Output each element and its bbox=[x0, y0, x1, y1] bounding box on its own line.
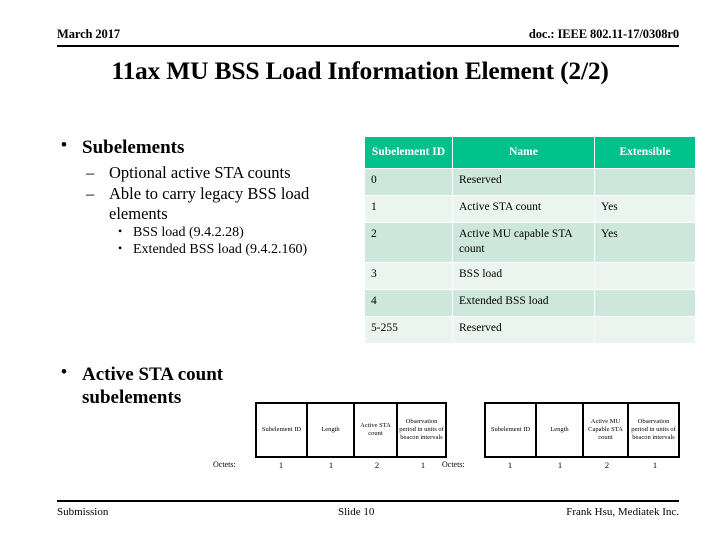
octets-value-subelement-id: 1 bbox=[507, 460, 513, 470]
field-box-row: Subelement ID Length Active STA count Ob… bbox=[255, 402, 447, 458]
field-box-observation-period: Observation period in units of beacon in… bbox=[399, 417, 444, 442]
table-header-row: Subelement ID Name Extensible bbox=[364, 135, 696, 170]
field-box-length: Length bbox=[537, 404, 584, 456]
table-row: 3 BSS load bbox=[364, 261, 696, 290]
cell-subelement-id: 5-255 bbox=[364, 315, 453, 344]
octets-value-length: 1 bbox=[328, 460, 334, 470]
bullet-level2-legacy-bss: – Able to carry legacy BSS load elements bbox=[57, 184, 362, 224]
slide-header: March 2017 doc.: IEEE 802.11-17/0308r0 bbox=[57, 27, 679, 47]
cell-subelement-id: 3 bbox=[364, 261, 453, 290]
cell-extensible: Yes bbox=[594, 222, 696, 263]
footer-author: Frank Hsu, Mediatek Inc. bbox=[566, 506, 679, 518]
table-row: 1 Active STA count Yes bbox=[364, 195, 696, 224]
cell-name: Active MU capable STA count bbox=[452, 222, 595, 263]
octets-row: Octets: 1 1 2 1 bbox=[442, 459, 680, 473]
octets-value-observation-period: 1 bbox=[652, 460, 658, 470]
octets-label: Octets: bbox=[213, 460, 236, 469]
bullet-dot-icon: • bbox=[118, 223, 123, 238]
bullet-level3-bss-load: • BSS load (9.4.2.28) bbox=[57, 223, 362, 242]
header-doc-reference: doc.: IEEE 802.11-17/0308r0 bbox=[528, 27, 679, 41]
cell-name: BSS load bbox=[452, 261, 595, 290]
octets-value-length: 1 bbox=[557, 460, 563, 470]
cell-extensible bbox=[594, 315, 696, 344]
field-box-subelement-id: Subelement ID bbox=[257, 404, 308, 456]
bullet-level3-extended-bss-load-label: Extended BSS load (9.4.2.160) bbox=[133, 242, 308, 258]
field-box-subelement-id: Subelement ID bbox=[486, 404, 537, 456]
octets-row: Octets: 1 1 2 1 bbox=[213, 459, 447, 473]
footer-divider-rule bbox=[57, 500, 679, 502]
cell-extensible: Yes bbox=[594, 195, 696, 224]
cell-subelement-id: 1 bbox=[364, 195, 453, 224]
octets-value-subelement-id: 1 bbox=[278, 460, 284, 470]
subelement-id-table: Subelement ID Name Extensible 0 Reserved… bbox=[364, 135, 696, 344]
octets-value-observation-period: 1 bbox=[420, 460, 426, 470]
octets-values: 1 1 2 1 bbox=[484, 460, 680, 470]
field-box-active-mu-capable-sta-count: Active MU Capable STA count bbox=[584, 404, 630, 456]
bullet-level3-extended-bss-load: • Extended BSS load (9.4.2.160) bbox=[57, 241, 362, 259]
octets-values: 1 1 2 1 bbox=[255, 460, 447, 470]
bullet-dot-icon: • bbox=[118, 241, 123, 256]
table-row: 0 Reserved bbox=[364, 168, 696, 197]
bullet-dot-icon: • bbox=[61, 135, 67, 154]
bullet-level2-optional-counts: – Optional active STA counts bbox=[57, 163, 362, 183]
column-header-name: Name bbox=[452, 135, 595, 170]
bullet-level1-subelements: • Subelements bbox=[57, 135, 362, 159]
cell-subelement-id: 4 bbox=[364, 288, 453, 317]
cell-subelement-id: 2 bbox=[364, 222, 453, 263]
cell-name: Reserved bbox=[452, 168, 595, 197]
bullet-level1-active-sta-count: • Active STA count subelements bbox=[57, 362, 317, 409]
octets-value-active-mu-capable-sta-count: 2 bbox=[604, 460, 610, 470]
footer-slide-number: Slide 10 bbox=[338, 506, 375, 518]
dash-icon: – bbox=[86, 163, 95, 183]
field-box-observation-period: Observation period in units of beacon in… bbox=[631, 417, 676, 442]
cell-extensible bbox=[594, 288, 696, 317]
cell-name: Reserved bbox=[452, 315, 595, 344]
dash-icon: – bbox=[86, 183, 95, 203]
bullet-level2-legacy-bss-label: Able to carry legacy BSS load elements bbox=[109, 183, 310, 223]
cell-subelement-id: 0 bbox=[364, 168, 453, 197]
field-format-diagram-active-mu-capable-sta-count: Subelement ID Length Active MU Capable S… bbox=[442, 402, 680, 473]
field-box-length: Length bbox=[308, 404, 355, 456]
field-box-row: Subelement ID Length Active MU Capable S… bbox=[484, 402, 680, 458]
bullet-level1-active-sta-count-label: Active STA count subelements bbox=[82, 364, 224, 409]
header-date: March 2017 bbox=[57, 27, 120, 41]
subelements-bullet-list: • Subelements – Optional active STA coun… bbox=[57, 135, 362, 259]
octets-label: Octets: bbox=[442, 460, 465, 469]
cell-name: Active STA count bbox=[452, 195, 595, 224]
bullet-dot-icon: • bbox=[61, 362, 67, 381]
cell-extensible bbox=[594, 168, 696, 197]
column-header-extensible: Extensible bbox=[594, 135, 696, 170]
slide-footer: Submission Slide 10 Frank Hsu, Mediatek … bbox=[57, 506, 679, 522]
table-row: 2 Active MU capable STA count Yes bbox=[364, 222, 696, 263]
bullet-level1-subelements-label: Subelements bbox=[82, 137, 185, 158]
active-sta-count-bullet-list: • Active STA count subelements bbox=[57, 362, 317, 413]
table-row: 4 Extended BSS load bbox=[364, 288, 696, 317]
cell-extensible bbox=[594, 261, 696, 290]
table-row: 5-255 Reserved bbox=[364, 315, 696, 344]
bullet-level3-bss-load-label: BSS load (9.4.2.28) bbox=[133, 224, 244, 240]
octets-value-active-sta-count: 2 bbox=[374, 460, 380, 470]
page-title: 11ax MU BSS Load Information Element (2/… bbox=[111, 56, 609, 85]
field-format-diagram-active-sta-count: Subelement ID Length Active STA count Ob… bbox=[213, 402, 447, 473]
footer-submission-label: Submission bbox=[57, 506, 109, 518]
header-divider-rule bbox=[57, 45, 679, 47]
bullet-level2-optional-counts-label: Optional active STA counts bbox=[109, 163, 291, 183]
column-header-subelement-id: Subelement ID bbox=[364, 135, 453, 170]
field-box-active-sta-count: Active STA count bbox=[355, 404, 399, 456]
cell-name: Extended BSS load bbox=[452, 288, 595, 317]
